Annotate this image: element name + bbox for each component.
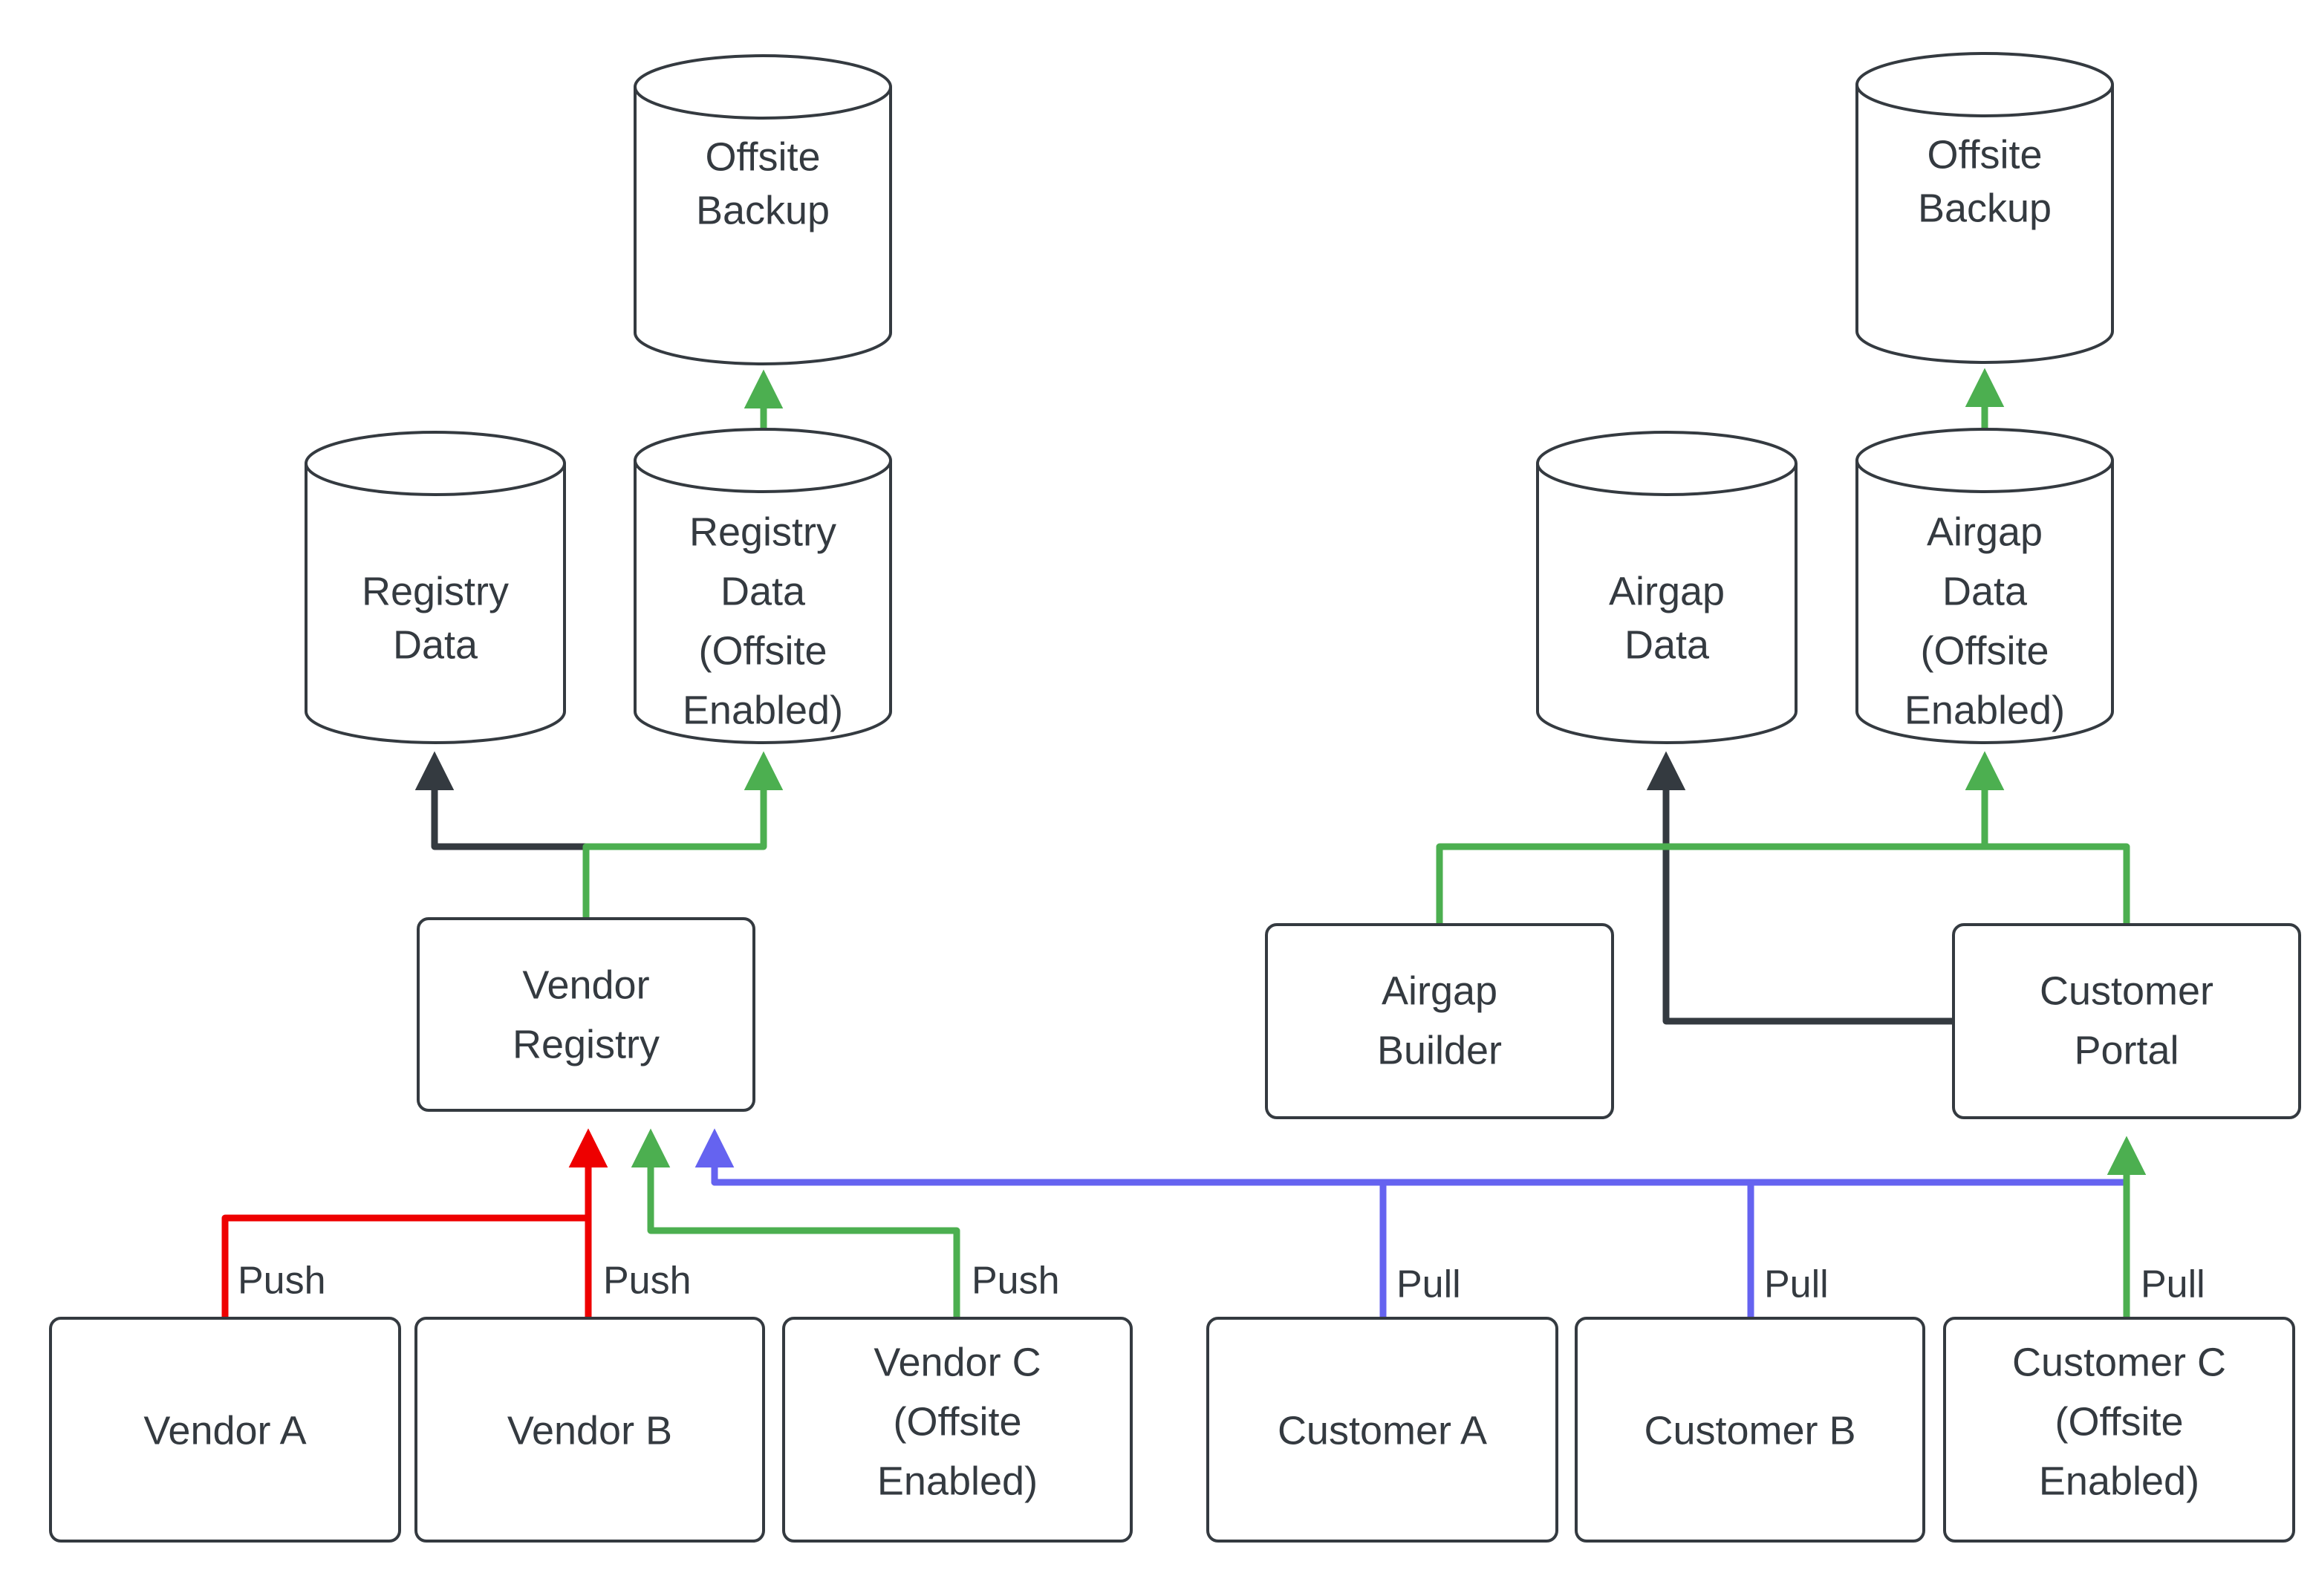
edge-label-vendor-a-push: Push [238,1260,326,1303]
edge-label-vendor-c-push: Push [972,1260,1060,1303]
node-label: Vendor [522,963,649,1007]
node-customer-c[interactable]: Customer C (Offsite Enabled) [1943,1317,2295,1543]
node-airgap-data[interactable]: Airgap Data [1536,431,1798,744]
node-label: Backup [1918,186,2052,230]
node-label: Data [1942,569,2028,613]
node-label: Backup [696,188,830,232]
node-label: Customer A [1278,1408,1487,1453]
node-registry-data[interactable]: Registry Data [305,431,566,744]
edge-label-vendor-b-push: Push [603,1260,692,1303]
node-label: Vendor C [874,1340,1041,1384]
edge-label-customer-b-pull: Pull [1764,1263,1829,1306]
node-label: Enabled) [877,1459,1038,1503]
node-vendor-a[interactable]: Vendor A [49,1317,401,1543]
node-label: Customer C [2012,1340,2226,1384]
node-airgap-data-offsite[interactable]: Airgap Data (Offsite Enabled) [1855,428,2114,744]
node-label: (Offsite [893,1399,1021,1444]
node-label: (Offsite [1920,628,2049,673]
edge-airgap-builder-to-airgap-data-offsite [1436,751,2005,928]
edge-customer-portal-to-airgap-data-offsite [1965,751,2130,928]
node-label: Data [720,569,806,613]
node-label: Registry [513,1022,660,1066]
node-label: Airgap [1382,968,1497,1013]
node-label: Customer [2040,968,2213,1013]
node-label: (Offsite [698,628,827,673]
node-offsite-backup-left[interactable]: Offsite Backup [634,54,892,365]
node-label: Data [393,622,478,667]
node-label: (Offsite [2055,1399,2183,1444]
node-vendor-b[interactable]: Vendor B [414,1317,765,1543]
node-label: Airgap [1927,509,2043,554]
edge-vendor-registry-to-registry-data [414,751,590,921]
node-label: Offsite [1927,132,2042,177]
node-label: Portal [2074,1028,2179,1072]
node-label: Data [1624,622,1710,667]
node-label: Enabled) [1904,688,2065,732]
edge-customer-b-pull [694,1128,1754,1322]
node-label: Customer B [1644,1408,1855,1453]
edge-label-customer-a-pull: Pull [1396,1263,1461,1306]
node-customer-b[interactable]: Customer B [1575,1317,1925,1543]
node-label: Vendor A [143,1408,306,1453]
node-label: Enabled) [2039,1459,2199,1503]
node-label: Enabled) [683,688,843,732]
edge-vendor-registry-to-registry-data-offsite [582,751,784,921]
node-label: Vendor B [507,1408,672,1453]
edge-vendor-c-push [631,1128,960,1322]
node-customer-portal[interactable]: Customer Portal [1952,923,2301,1119]
node-label: Registry [362,569,509,613]
edge-customer-portal-to-airgap-data [1646,751,1957,1025]
node-vendor-registry[interactable]: Vendor Registry [417,917,755,1112]
edge-label-customer-c-pull: Pull [2141,1263,2205,1306]
node-airgap-builder[interactable]: Airgap Builder [1265,923,1614,1119]
node-offsite-backup-right[interactable]: Offsite Backup [1855,52,2114,364]
node-label: Offsite [705,134,820,179]
node-label: Registry [689,509,836,554]
node-label: Builder [1377,1028,1502,1072]
node-registry-data-offsite[interactable]: Registry Data (Offsite Enabled) [634,428,892,744]
node-label: Airgap [1609,569,1725,613]
node-customer-a[interactable]: Customer A [1206,1317,1558,1543]
node-vendor-c[interactable]: Vendor C (Offsite Enabled) [782,1317,1133,1543]
